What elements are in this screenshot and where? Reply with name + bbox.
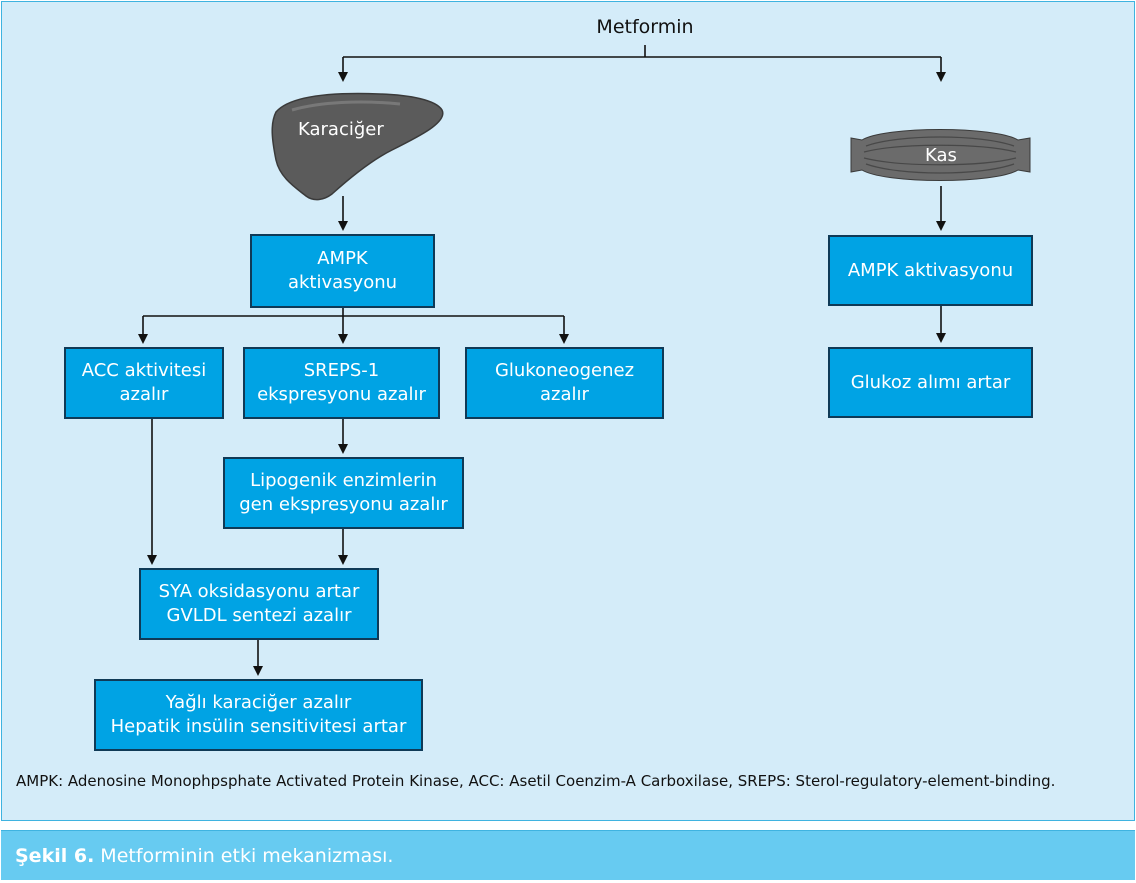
caption-text: Metforminin etki mekanizması. [100, 844, 394, 867]
metformin-label: Metformin [596, 16, 694, 38]
node-text: azalır [119, 384, 169, 405]
muscle-label: Kas [925, 145, 957, 166]
node-lipogenic: Lipogenik enzimlerin gen ekspresyonu aza… [223, 457, 464, 529]
node-sreps: SREPS-1 ekspresyonu azalır [243, 347, 440, 419]
node-text: ACC aktivitesi [81, 360, 207, 381]
figure-caption: Şekil 6. Metforminin etki mekanizması. [1, 830, 1135, 880]
node-text: Hepatik insülin sensitivitesi artar [110, 716, 407, 737]
abbreviation-footnote: AMPK: Adenosine Monophpsphate Activated … [16, 772, 1056, 790]
node-sya: SYA oksidasyonu artar GVLDL sentezi azal… [139, 568, 379, 640]
liver-label: Karaciğer [298, 119, 384, 140]
node-text: Yağlı karaciğer azalır [165, 692, 352, 713]
caption-label: Şekil 6. [15, 844, 95, 867]
node-ampk-muscle: AMPK aktivasyonu [828, 235, 1033, 306]
connector-ampk-split [143, 308, 564, 317]
node-text: azalır [540, 384, 589, 405]
liver-icon [271, 92, 444, 201]
node-text: GVLDL sentezi azalır [166, 605, 352, 626]
node-text: Glukoz alımı artar [850, 371, 1011, 393]
node-ampk-liver: AMPK aktivasyonu [250, 234, 435, 308]
node-acc: ACC aktivitesi azalır [64, 347, 224, 419]
node-text: AMPK aktivasyonu [847, 259, 1014, 281]
node-fatty-liver: Yağlı karaciğer azalır Hepatik insülin s… [94, 679, 423, 751]
node-text: ekspresyonu azalır [257, 384, 426, 405]
node-text: gen ekspresyonu azalır [239, 494, 448, 515]
connector-metformin-split [343, 45, 941, 58]
node-text: AMPK [317, 248, 368, 269]
muscle-icon [850, 129, 1031, 181]
node-text: SYA oksidasyonu artar [158, 581, 360, 602]
node-gluconeogenez: Glukoneogenez azalır [465, 347, 664, 419]
node-glucose-uptake: Glukoz alımı artar [828, 347, 1033, 418]
node-text: Glukoneogenez [494, 360, 635, 381]
node-text: aktivasyonu [287, 272, 398, 293]
node-text: SREPS-1 [303, 360, 380, 381]
node-text: Lipogenik enzimlerin [250, 470, 437, 491]
